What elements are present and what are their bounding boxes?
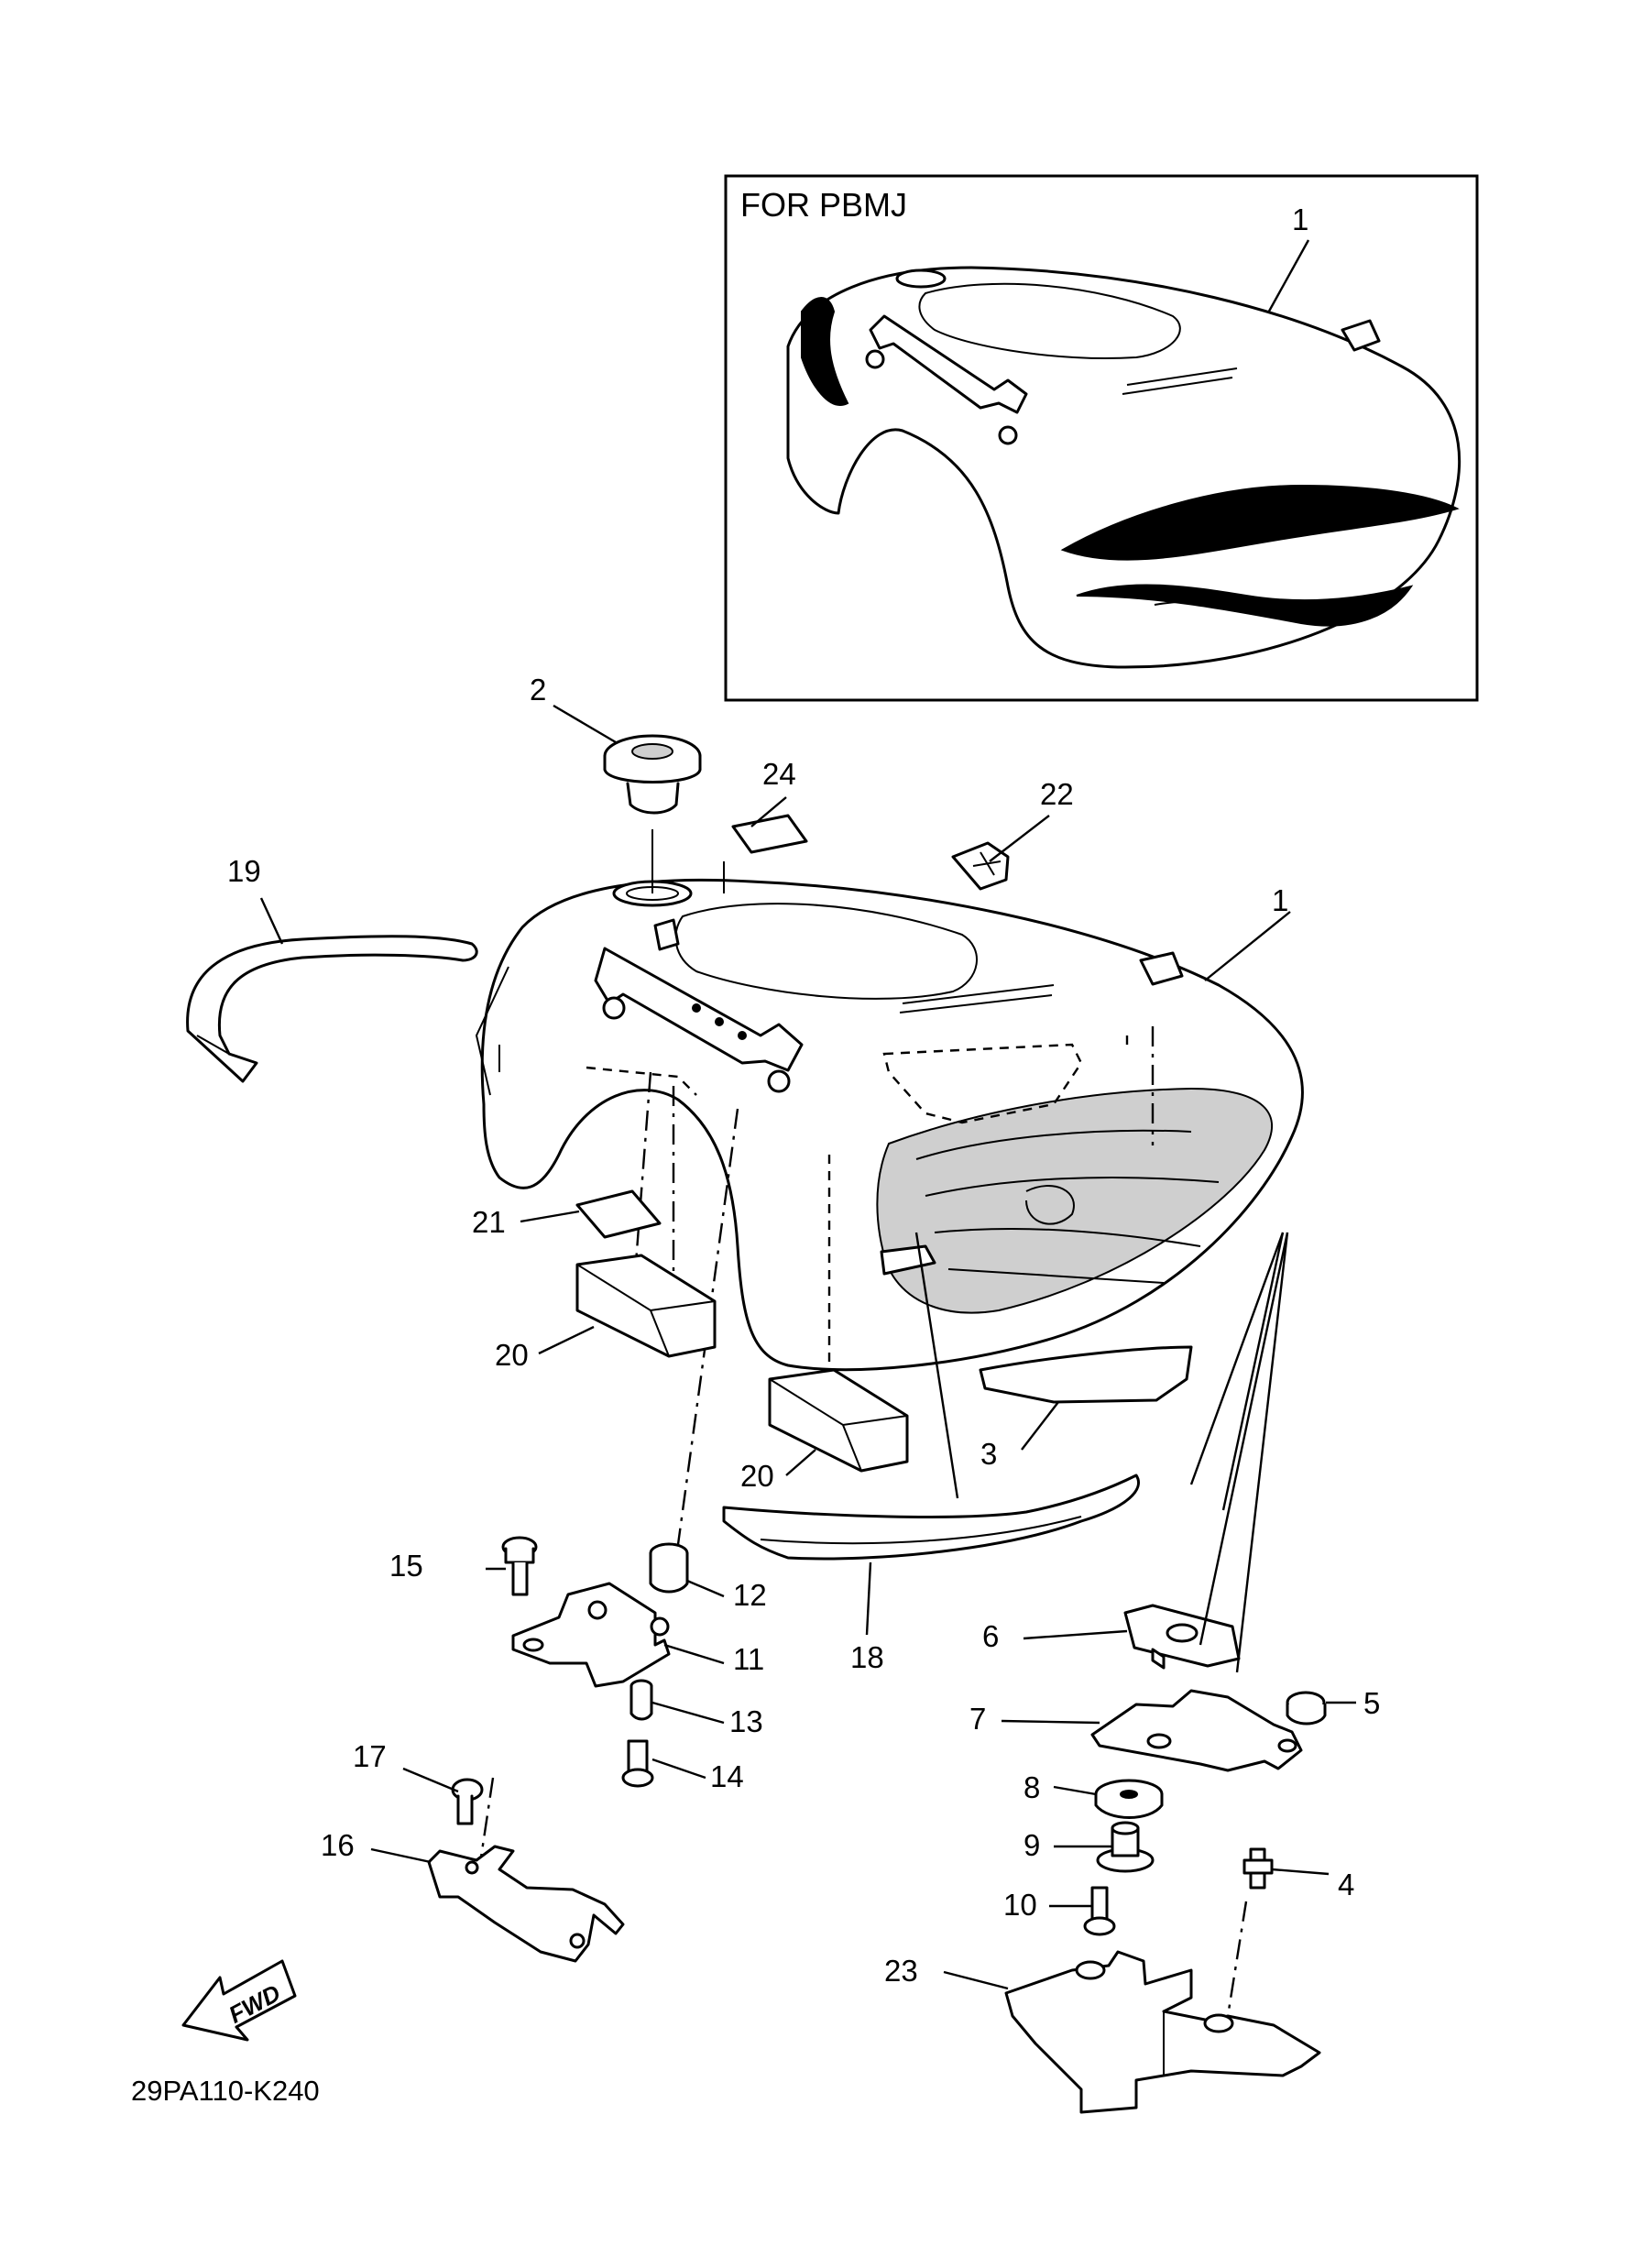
bolt-10 <box>1083 1886 1116 1936</box>
callout-22: 22 <box>1040 777 1074 811</box>
callout-3: 3 <box>980 1437 997 1471</box>
callout-11: 11 <box>733 1642 764 1676</box>
bracket-7 <box>1090 1689 1303 1772</box>
callout-17: 17 <box>353 1739 387 1773</box>
washer-8 <box>1094 1779 1164 1819</box>
inset-fuel-tank <box>786 266 1461 669</box>
callout-12: 12 <box>733 1578 767 1612</box>
diagram-code: 29PA110-K240 <box>131 2075 320 2107</box>
screw-17 <box>451 1778 484 1825</box>
bolt-15 <box>501 1536 538 1596</box>
callout-4: 4 <box>1338 1868 1354 1901</box>
collar-9 <box>1096 1821 1155 1873</box>
trim-strip-19 <box>186 935 478 1083</box>
fuel-tank <box>475 878 1304 1372</box>
callout-1: 1 <box>1272 883 1288 917</box>
callout-20-right: 20 <box>740 1459 774 1493</box>
collar-13 <box>629 1679 653 1721</box>
inset-box: FOR PBMJ 1 <box>724 174 1479 702</box>
callout-16: 16 <box>321 1828 355 1862</box>
nut-5 <box>1286 1691 1327 1726</box>
bolt-14 <box>621 1739 654 1788</box>
inset-callout-1: 1 <box>1292 203 1308 236</box>
inset-caption: FOR PBMJ <box>740 186 907 224</box>
callout-23: 23 <box>884 1954 918 1988</box>
pad-21 <box>575 1189 662 1239</box>
trim-strip-18 <box>722 1474 1140 1561</box>
callout-7: 7 <box>969 1702 986 1736</box>
bracket-23 <box>1004 1950 1321 2114</box>
callout-9: 9 <box>1024 1828 1040 1862</box>
callout-2: 2 <box>530 673 546 707</box>
panel-3 <box>979 1345 1193 1404</box>
grommet-12 <box>649 1542 689 1594</box>
damper-20-right <box>768 1368 909 1473</box>
callout-19: 19 <box>227 854 261 888</box>
stay-6 <box>1123 1604 1241 1670</box>
callout-13: 13 <box>729 1704 763 1738</box>
fuel-cap-2 <box>603 734 702 893</box>
damper-20-left <box>575 1254 717 1358</box>
callout-10: 10 <box>1003 1888 1037 1922</box>
emblem-22 <box>951 841 1010 891</box>
callout-14: 14 <box>710 1759 744 1793</box>
bracket-16 <box>427 1845 625 1963</box>
bracket-11 <box>511 1582 671 1688</box>
callout-5: 5 <box>1363 1686 1380 1720</box>
callout-20-left: 20 <box>495 1338 529 1372</box>
callout-24: 24 <box>762 757 796 791</box>
callout-21: 21 <box>472 1205 506 1239</box>
callout-15: 15 <box>389 1549 423 1583</box>
callout-18: 18 <box>850 1640 884 1674</box>
fwd-arrow-icon: FWD <box>181 1959 297 2042</box>
callout-8: 8 <box>1024 1770 1040 1804</box>
callout-6: 6 <box>982 1619 999 1653</box>
stud-4 <box>1242 1847 1274 1890</box>
label-24 <box>731 814 808 854</box>
